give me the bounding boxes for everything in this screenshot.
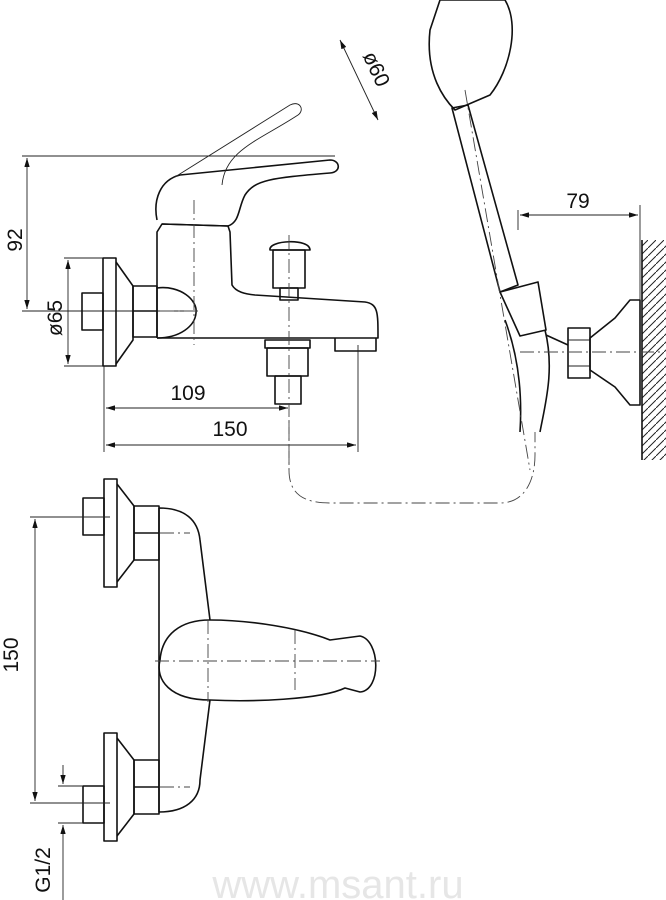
dim-flange-diameter: ø65	[44, 300, 67, 336]
dim-head-diameter: ø60	[358, 48, 394, 91]
dim-thread: G1/2	[32, 847, 55, 893]
dim-150-centers: 150	[0, 637, 23, 672]
side-view: 92 ø65 109 150	[4, 103, 379, 470]
wall-hatching	[642, 240, 666, 460]
dim-79: 79	[566, 190, 589, 213]
hand-shower-view: ø60 79	[288, 0, 666, 504]
front-view: 150 G1/2	[0, 478, 380, 900]
watermark: www.msant.ru	[211, 863, 463, 900]
dim-109: 109	[170, 382, 205, 405]
dim-92: 92	[4, 228, 27, 251]
dim-150-length: 150	[212, 418, 247, 441]
